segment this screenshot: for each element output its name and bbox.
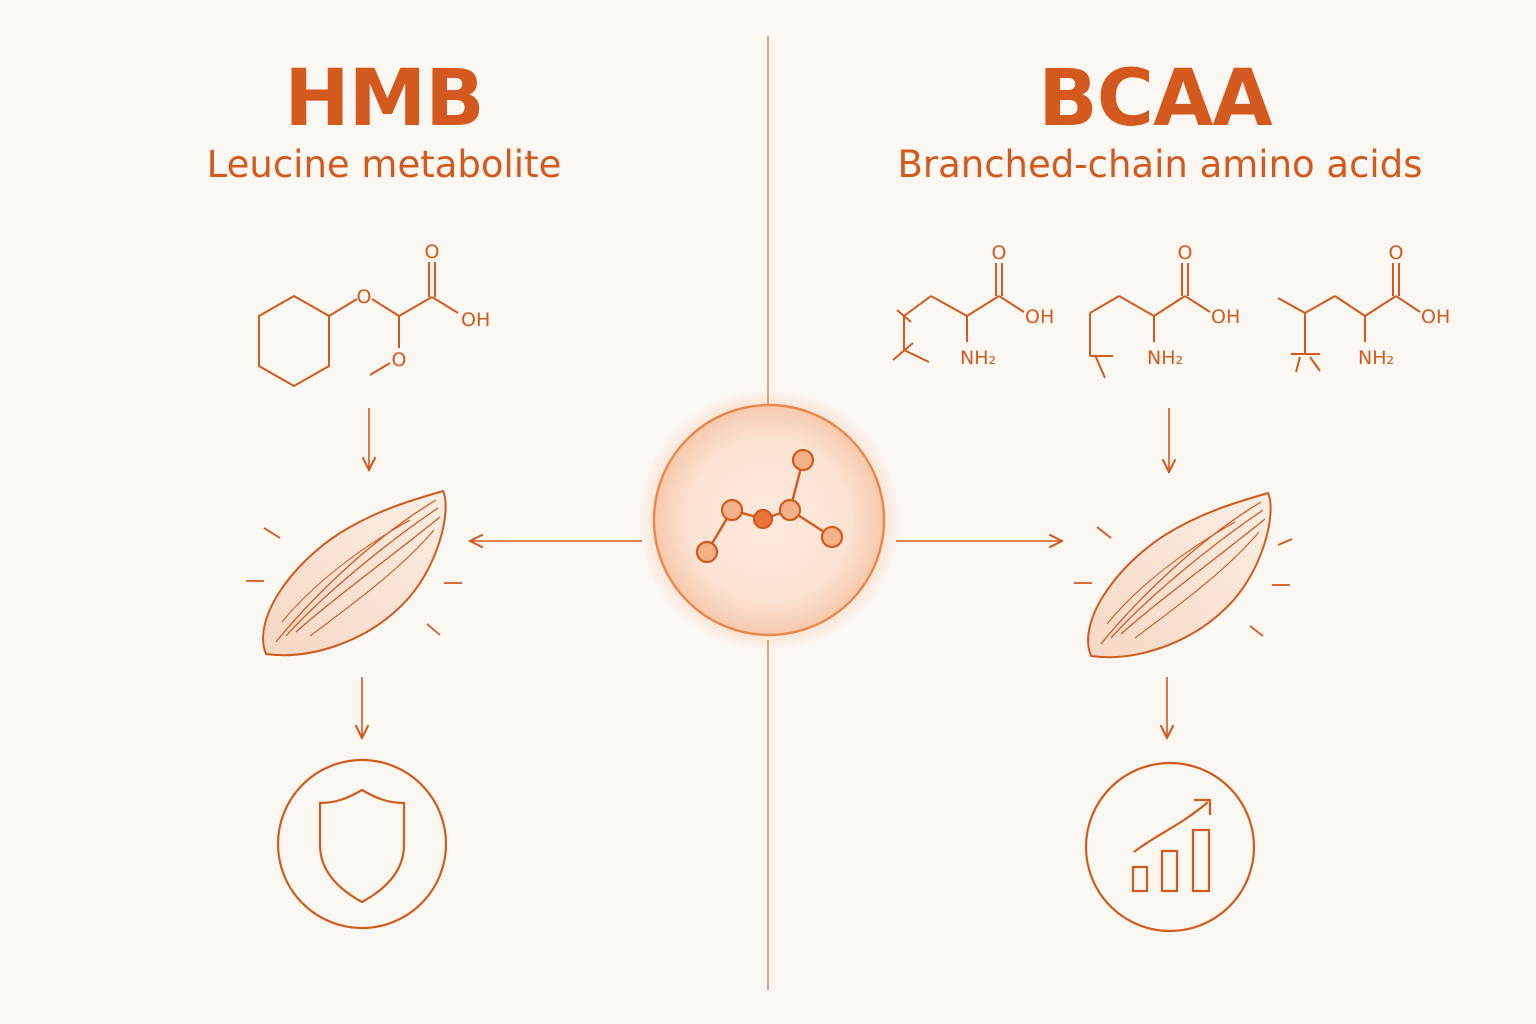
bcaa-molecule-3 [1277,263,1421,373]
hmb-molecule [258,262,459,388]
center-divider-top [767,36,769,406]
bcaa-2-oxygen-label: O [1178,242,1193,264]
bcaa-title: BCAA [1038,54,1272,144]
hmb-oxygen-label: O [357,286,372,308]
bcaa-1-amine-label: NH₂ [960,347,996,369]
bcaa-2-amine-label: NH₂ [1147,347,1183,369]
hmb-methoxy-oxygen-label: O [392,349,407,371]
hmb-carbonyl-oxygen-label: O [425,241,440,263]
hmb-title: HMB [284,54,484,144]
bcaa-muscle-icon [1074,491,1293,659]
bcaa-2-hydroxyl-label: OH [1211,306,1240,328]
hmb-hydroxyl-label: OH [461,309,490,331]
bcaa-1-oxygen-label: O [992,242,1007,264]
shield-icon [276,758,448,930]
molecule-icon [637,388,901,652]
growth-chart-icon [1084,761,1256,933]
bcaa-molecule-1 [892,263,1025,363]
hmb-muscle-icon [246,489,462,657]
bcaa-1-hydroxyl-label: OH [1025,306,1054,328]
bcaa-3-oxygen-label: O [1389,242,1404,264]
bcaa-3-amine-label: NH₂ [1358,347,1394,369]
hmb-subtitle: Leucine metabolite [206,143,562,186]
bcaa-subtitle: Branched-chain amino acids [897,143,1423,186]
center-divider-bottom [767,640,769,990]
bcaa-molecule-2 [1089,263,1211,379]
bcaa-3-hydroxyl-label: OH [1421,306,1450,328]
